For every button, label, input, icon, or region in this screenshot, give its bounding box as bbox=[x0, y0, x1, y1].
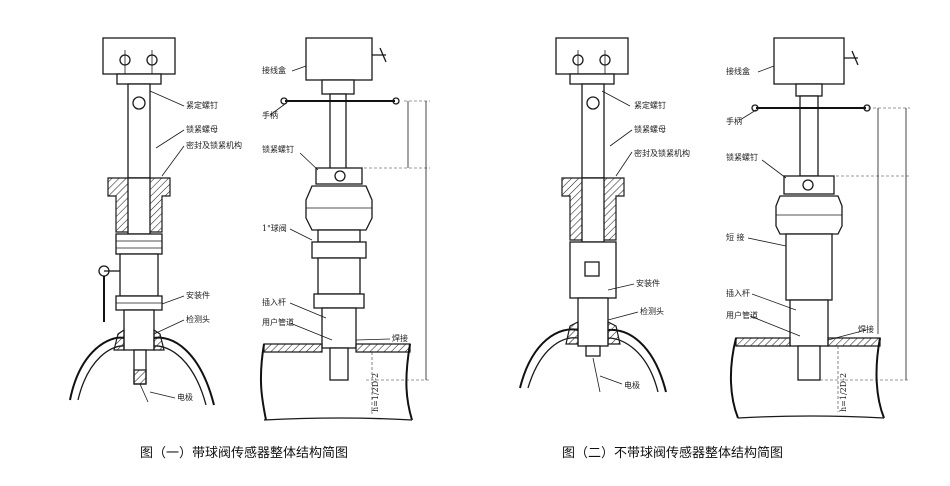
fig2-label-electrode: 电极 bbox=[624, 380, 640, 390]
fig2-label-dim-h: h=1/2D-2 bbox=[839, 373, 848, 412]
fig2-label-seal-lock: 密封及锁紧机构 bbox=[634, 148, 690, 158]
fig1-label-lock-screw: 锁紧螺钉 bbox=[262, 144, 294, 154]
fig2-label-pipe-wall: 用户管道 bbox=[726, 310, 758, 320]
fig1-fix-screw bbox=[132, 96, 146, 110]
fig2-label-junction-box: 接线盒 bbox=[726, 66, 750, 76]
fig1-label-pipe-wall: 用户管道 bbox=[262, 317, 294, 327]
fig1-top-box bbox=[102, 37, 176, 75]
fig2-label-mount: 安装件 bbox=[636, 278, 660, 288]
fig2-section-view bbox=[519, 37, 667, 393]
fig2-label-fix-screw: 紧定螺钉 bbox=[634, 100, 666, 110]
fig2-exterior-view bbox=[729, 37, 910, 419]
fig1-exterior-view bbox=[259, 37, 430, 421]
fig1-label-mount: 安装件 bbox=[186, 290, 210, 300]
fig1-junction-box bbox=[305, 37, 373, 81]
fig1-label-fix-screw: 紧定螺钉 bbox=[186, 100, 218, 110]
fig1-label-junction-box: 接线盒 bbox=[262, 65, 286, 75]
fig2-caption: 图（二）不带球阀传感器整体结构简图 bbox=[562, 445, 783, 461]
fig2-label-handle: 手柄 bbox=[726, 116, 742, 126]
fig2-label-short-pipe: 短 接 bbox=[726, 232, 745, 242]
fig1-label-weld: 焊接 bbox=[392, 333, 408, 343]
fig1-label-handle: 手柄 bbox=[262, 110, 278, 120]
fig2-label-lock-screw: 锁紧螺钉 bbox=[726, 152, 758, 162]
fig1-label-electrode: 电极 bbox=[177, 392, 193, 402]
fig1-section-view bbox=[69, 37, 215, 406]
fig1-label-lock-nut: 锁紧螺母 bbox=[186, 124, 218, 134]
fig1-label-seal-lock: 密封及锁紧机构 bbox=[186, 140, 242, 150]
fig1-label-probe-head: 检测头 bbox=[186, 314, 210, 324]
fig2-label-lock-nut: 锁紧螺母 bbox=[634, 124, 666, 134]
fig2-rod bbox=[581, 83, 605, 179]
fig1-rod bbox=[127, 83, 151, 179]
fig2-top-box bbox=[555, 37, 629, 75]
fig1-caption: 图（一）带球阀传感器整体结构简图 bbox=[140, 445, 348, 461]
fig2-label-insert-rod: 插入杆 bbox=[726, 288, 750, 298]
fig1-label-ball-valve: 1"球阀 bbox=[262, 223, 287, 233]
fig2-label-weld: 焊接 bbox=[858, 324, 874, 334]
fig1-label-dim-h: h=1/2D-2 bbox=[371, 373, 380, 412]
fig2-label-probe-head: 检测头 bbox=[640, 306, 664, 316]
fig2-junction-box bbox=[773, 37, 845, 85]
fig1-label-insert-rod: 插入杆 bbox=[262, 297, 286, 307]
